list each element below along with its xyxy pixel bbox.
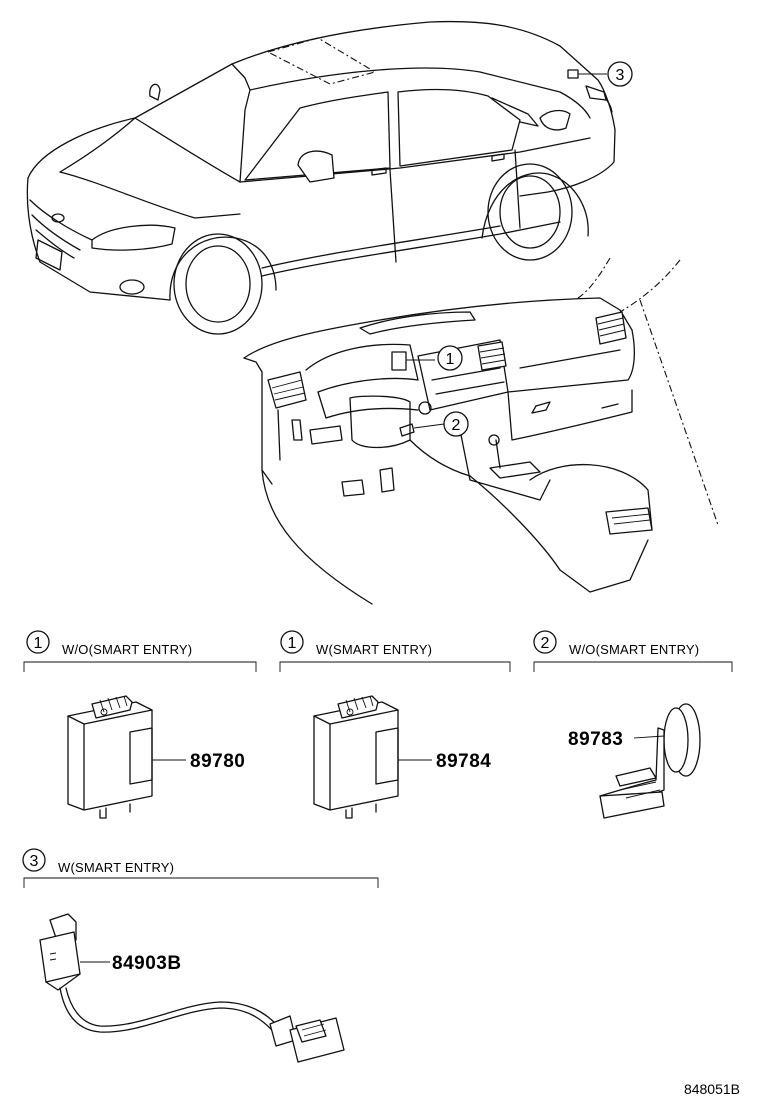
section-header-wo-smart-entry-2: 2 W/O(SMART ENTRY) bbox=[533, 630, 733, 672]
callout-2: 2 bbox=[443, 411, 469, 437]
ecu-part-89780: 89780 bbox=[67, 695, 245, 819]
svg-text:3: 3 bbox=[616, 67, 625, 84]
svg-text:W/O(SMART ENTRY): W/O(SMART ENTRY) bbox=[569, 642, 699, 657]
switch-part-89783: 89783 bbox=[568, 703, 701, 819]
section-header-wo-smart-entry-1: 1 W/O(SMART ENTRY) bbox=[23, 630, 257, 672]
svg-text:1: 1 bbox=[446, 351, 455, 368]
part-number-89784: 89784 bbox=[436, 751, 491, 772]
callout-1: 1 bbox=[437, 345, 463, 371]
svg-text:2: 2 bbox=[541, 635, 550, 652]
callout-3: 3 bbox=[607, 61, 633, 87]
ecu-part-89784: 89784 bbox=[313, 695, 491, 819]
section-header-w-smart-entry-3: 3 W(SMART ENTRY) bbox=[22, 848, 379, 888]
svg-text:1: 1 bbox=[288, 635, 297, 652]
svg-text:2: 2 bbox=[452, 417, 461, 434]
part-number-84903B: 84903B bbox=[112, 953, 182, 974]
svg-text:3: 3 bbox=[30, 853, 39, 870]
sensor-part-84903B: 84903B bbox=[39, 913, 345, 1063]
svg-text:1: 1 bbox=[34, 635, 43, 652]
svg-text:W/O(SMART ENTRY): W/O(SMART ENTRY) bbox=[62, 642, 192, 657]
part-number-89783: 89783 bbox=[568, 729, 623, 750]
section-header-w-smart-entry-1: 1 W(SMART ENTRY) bbox=[279, 630, 511, 672]
part-number-89780: 89780 bbox=[190, 751, 245, 772]
svg-text:W(SMART ENTRY): W(SMART ENTRY) bbox=[316, 642, 432, 657]
dashboard-illustration bbox=[243, 257, 719, 605]
vehicle-illustration bbox=[26, 20, 616, 335]
diagram-code: 848051B bbox=[684, 1081, 740, 1097]
svg-text:W(SMART ENTRY): W(SMART ENTRY) bbox=[58, 860, 174, 875]
